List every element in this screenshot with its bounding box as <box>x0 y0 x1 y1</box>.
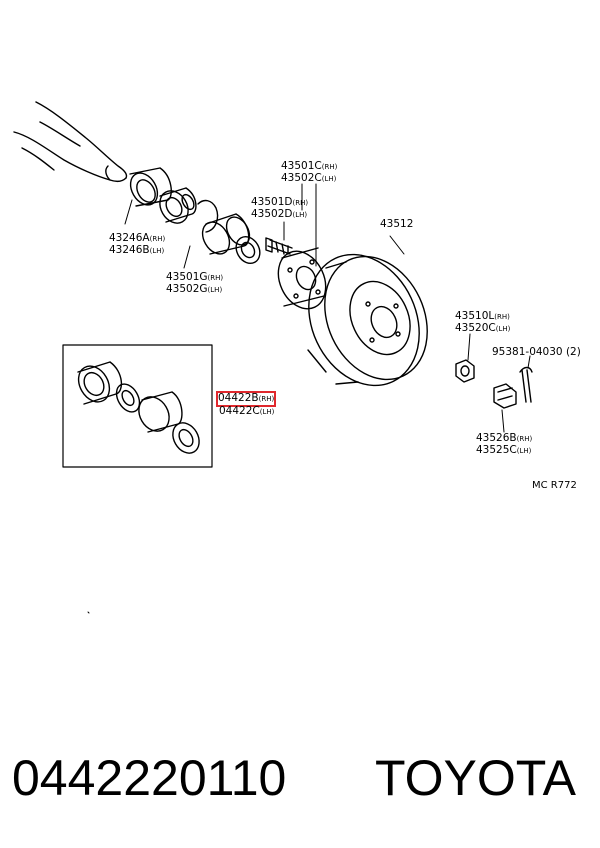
label-95381: 95381-04030 (2) <box>492 346 581 358</box>
part-caption: 0442220110 TOYOTA <box>12 748 592 808</box>
label-43510l: 43510L(RH) <box>455 310 510 322</box>
label-43520c: 43520C(LH) <box>455 322 511 334</box>
label-43246a: 43246A(RH) <box>109 232 166 244</box>
nut-cap-part <box>493 383 517 409</box>
label-43501d: 43501D(RH) <box>251 196 309 208</box>
snap-ring-part <box>197 199 219 233</box>
lock-nut-part <box>455 359 475 383</box>
brake-disc-part <box>307 253 428 387</box>
label-43246b: 43246B(LH) <box>109 244 165 256</box>
inset-frame <box>62 344 213 468</box>
label-04422b-highlighted: 04422B(RH) <box>215 391 277 407</box>
brand-name: TOYOTA <box>375 750 576 806</box>
label-43525c: 43525C(LH) <box>476 444 532 456</box>
label-43526b: 43526B(RH) <box>476 432 533 444</box>
label-43501c: 43501C(RH) <box>281 160 338 172</box>
hand-pointer-icon <box>13 101 128 183</box>
cotter-pin-part <box>519 366 533 403</box>
leader-lines <box>124 183 531 433</box>
label-43502c: 43502C(LH) <box>281 172 337 184</box>
label-43501g: 43501G(RH) <box>166 271 224 283</box>
label-43512: 43512 <box>380 218 414 230</box>
label-43502g: 43502G(LH) <box>166 283 223 295</box>
axle-hub-part <box>277 247 327 310</box>
part-number: 0442220110 <box>12 750 287 806</box>
outer-bearing-part <box>201 213 261 265</box>
diagram-code: MC R772 <box>532 480 577 491</box>
oil-seal-part <box>129 167 172 207</box>
inner-bearing-part <box>159 187 197 224</box>
inset-bearing-kit <box>77 361 200 454</box>
label-04422c: 04422C(LH) <box>219 405 275 417</box>
label-43502d: 43502D(LH) <box>251 208 308 220</box>
hub-bolt-part <box>265 237 293 255</box>
